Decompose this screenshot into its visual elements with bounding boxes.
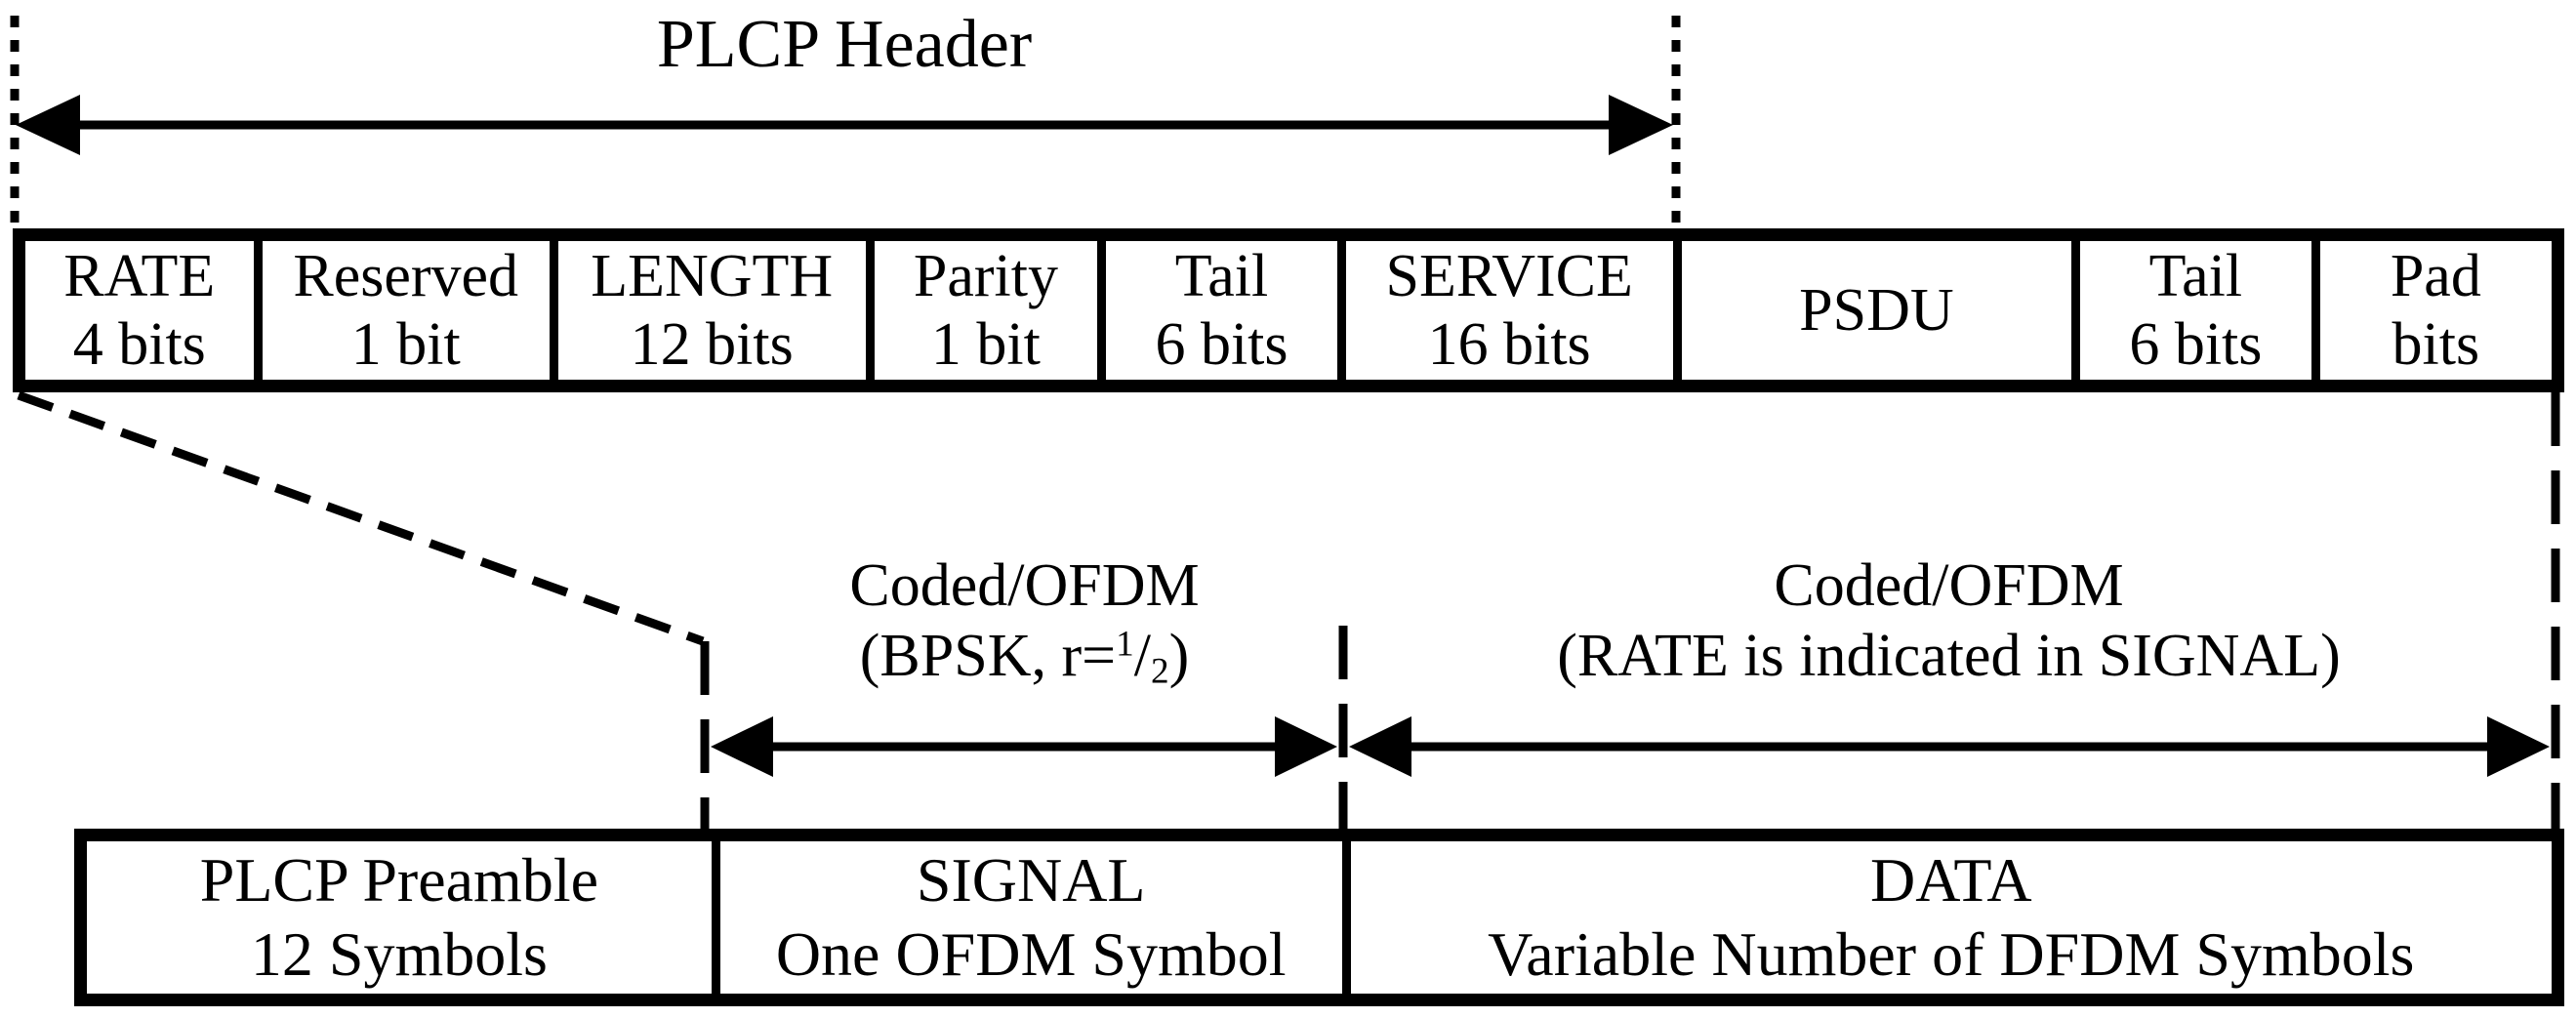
plcp-header-arrow-right-head	[1609, 95, 1673, 155]
field-name: SERVICE	[1385, 243, 1633, 309]
cell-rate: RATE 4 bits	[25, 241, 254, 380]
block-size: Variable Number of DFDM Symbols	[1488, 919, 2415, 989]
signal-coding-line1: Coded/OFDM	[849, 552, 1200, 619]
rate-fraction-numerator: 1	[1116, 624, 1134, 665]
field-name: Pad	[2390, 243, 2481, 309]
field-name: Tail	[1174, 243, 1269, 309]
field-size: bits	[2392, 311, 2480, 378]
block-name: DATA	[1870, 845, 2032, 915]
data-coding-label: Coded/OFDM (RATE is indicated in SIGNAL)	[1342, 550, 2556, 691]
block-size: One OFDM Symbol	[775, 919, 1287, 989]
signal-coding-label: Coded/OFDM (BPSK, r=1/2)	[706, 550, 1343, 691]
signal-span-arrow-left-head	[711, 716, 773, 777]
data-span-arrow-left-head	[1349, 716, 1411, 777]
block-size: 12 Symbols	[250, 919, 548, 989]
field-size: 16 bits	[1427, 311, 1591, 378]
cell-psdu: PSDU	[1672, 241, 2072, 380]
field-size: 12 bits	[630, 311, 794, 378]
field-name: Parity	[913, 243, 1058, 309]
rate-fraction-slash: /	[1133, 623, 1151, 689]
cell-tail-data: Tail 6 bits	[2071, 241, 2310, 380]
block-name: SIGNAL	[916, 845, 1146, 915]
field-name: Tail	[2148, 243, 2243, 309]
cell-reserved: Reserved 1 bit	[253, 241, 550, 380]
ppdu-frame-table: RATE 4 bits Reserved 1 bit LENGTH 12 bit…	[13, 228, 2564, 392]
plcp-header-label: PLCP Header	[656, 7, 1033, 82]
field-size: 1 bit	[930, 311, 1041, 378]
cell-tail-signal: Tail 6 bits	[1097, 241, 1336, 380]
cell-signal: SIGNAL One OFDM Symbol	[711, 841, 1342, 994]
signal-coding-prefix: (BPSK, r=	[859, 623, 1117, 689]
phy-symbols-table: PLCP Preamble 12 Symbols SIGNAL One OFDM…	[74, 829, 2564, 1006]
field-name: LENGTH	[591, 243, 834, 309]
field-name: Reserved	[293, 243, 519, 309]
data-coding-line1: Coded/OFDM	[1774, 552, 2124, 619]
field-size: 4 bits	[72, 311, 206, 378]
data-coding-line2: (RATE is indicated in SIGNAL)	[1557, 623, 2341, 689]
rate-expansion-dashed-line	[17, 390, 705, 646]
cell-parity: Parity 1 bit	[865, 241, 1098, 380]
signal-coding-line2: (BPSK, r=1/2)	[706, 621, 1343, 691]
cell-data: DATA Variable Number of DFDM Symbols	[1341, 841, 2552, 994]
plcp-header-arrow-left-head	[16, 95, 80, 155]
rate-fraction-denominator: 2	[1150, 651, 1169, 692]
cell-pad: Pad bits	[2310, 241, 2552, 380]
field-size: 6 bits	[2129, 311, 2263, 378]
cell-plcp-preamble: PLCP Preamble 12 Symbols	[87, 841, 712, 994]
signal-coding-suffix: )	[1168, 623, 1190, 689]
block-name: PLCP Preamble	[199, 845, 599, 915]
cell-length: LENGTH 12 bits	[549, 241, 866, 380]
field-size: 6 bits	[1155, 311, 1288, 378]
field-name: PSDU	[1799, 277, 1954, 344]
signal-span-arrow-right-head	[1275, 716, 1337, 777]
field-size: 1 bit	[350, 311, 461, 378]
cell-service: SERVICE 16 bits	[1336, 241, 1673, 380]
data-span-arrow-right-head	[2487, 716, 2550, 777]
field-name: RATE	[63, 243, 216, 309]
